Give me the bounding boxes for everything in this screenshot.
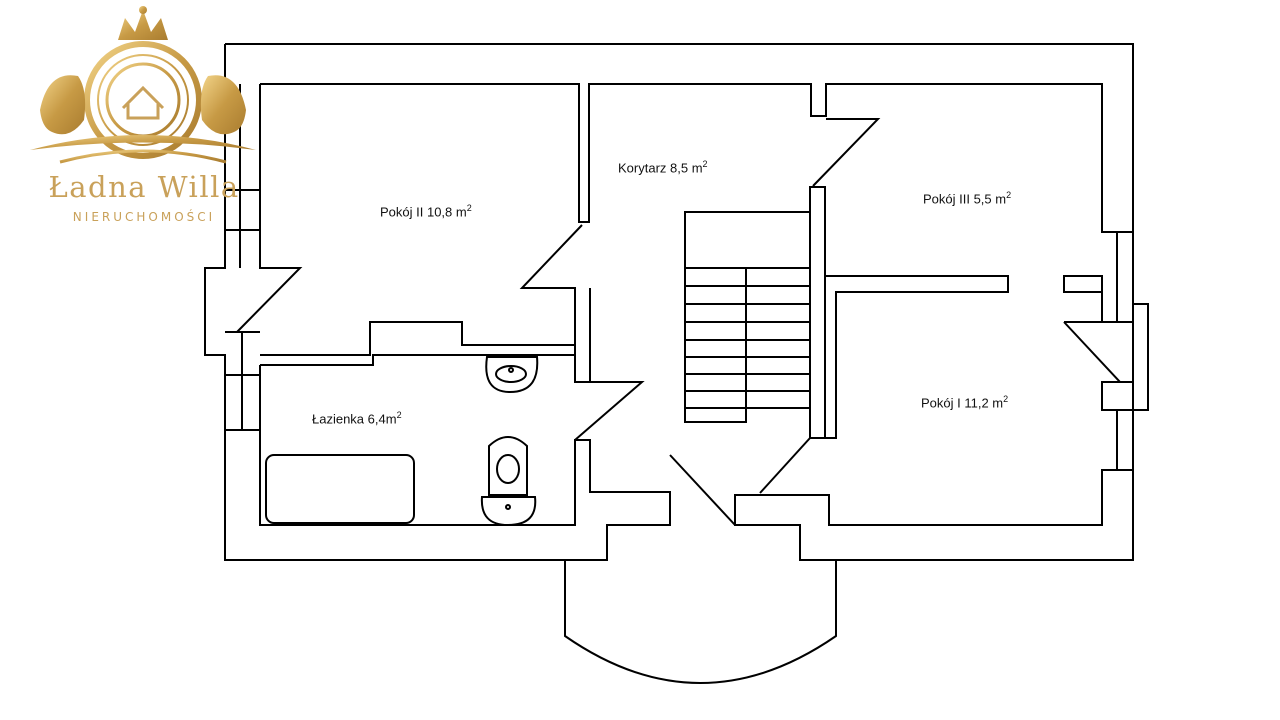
wall-pokoj1 — [1063, 321, 1123, 383]
room-label-pokoj-3: Pokój III 5,5 m2 — [923, 190, 1012, 207]
company-logo: Ładna Willa NIERUCHOMOŚCI — [0, 0, 290, 235]
logo-name: Ładna Willa — [48, 170, 240, 204]
wall-lazienka-top — [260, 321, 575, 356]
wall-central — [809, 186, 826, 439]
house-icon — [121, 85, 165, 120]
wall-korytarz — [574, 381, 645, 441]
wall-pokoj3 — [1063, 275, 1103, 293]
toilet — [488, 436, 528, 496]
room-label-pokoj-2: Pokój II 10,8 m2 — [380, 203, 472, 220]
crest-icon — [30, 6, 256, 164]
sink — [485, 356, 539, 394]
inner-wall-top — [236, 84, 303, 333]
outer-wall-left — [204, 44, 671, 561]
logo-subtitle: NIERUCHOMOŚCI — [72, 210, 216, 224]
room-label-pokoj-1: Pokój I 11,2 m2 — [921, 394, 1009, 411]
lion-left-icon — [40, 75, 86, 135]
balcony — [564, 560, 837, 684]
wall-lazienka-left — [225, 331, 260, 431]
bathtub — [265, 454, 415, 524]
wall-pokoj2 — [519, 224, 591, 383]
entry-door — [669, 454, 736, 526]
lion-right-icon — [200, 75, 246, 135]
room-label-lazienka: Łazienka 6,4m2 — [312, 410, 402, 427]
outer-wall — [225, 43, 1134, 561]
room-label-korytarz: Korytarz 8,5 m2 — [618, 159, 708, 176]
